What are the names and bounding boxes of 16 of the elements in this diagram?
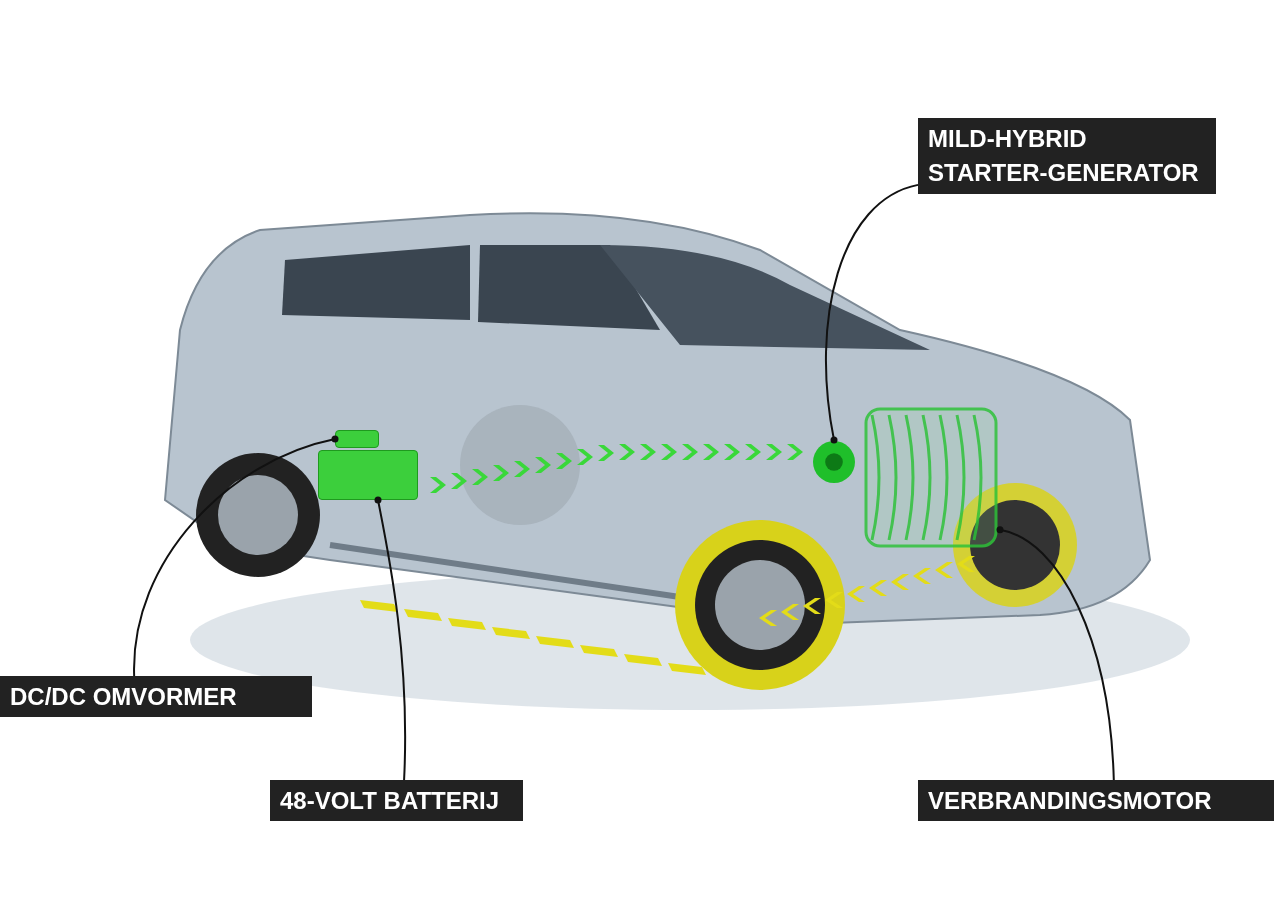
label-box — [918, 118, 1216, 194]
label-text: DC/DC OMVORMER — [10, 681, 238, 712]
generator-drawing — [812, 440, 856, 484]
label-box — [270, 780, 523, 821]
leader-line — [996, 526, 1115, 781]
label-box — [918, 780, 1274, 821]
label-box — [0, 676, 312, 717]
leader-line — [825, 183, 919, 444]
label-text: MILD-HYBRID STARTER-GENERATOR — [928, 124, 1200, 188]
engine-drawing — [862, 405, 1000, 550]
battery-box — [318, 450, 418, 500]
leader-line — [133, 435, 339, 677]
converter-box — [335, 430, 379, 448]
label-text: 48-VOLT BATTERIJ — [280, 785, 501, 816]
label-text: VERBRANDINGSMOTOR — [928, 785, 1213, 816]
leader-line — [374, 496, 407, 781]
